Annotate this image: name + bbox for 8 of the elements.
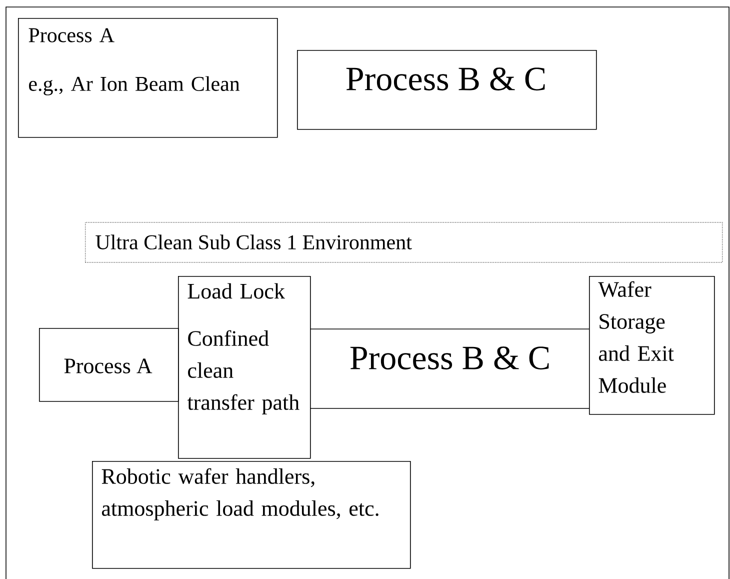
process-chamber: Process B & C xyxy=(310,328,590,409)
storage-module-box: Wafer Storage and Exit Module xyxy=(589,276,715,415)
load-lock-box: Load Lock Confined clean transfer path xyxy=(178,276,311,459)
process-box: Process B & C xyxy=(297,50,597,130)
environment-band: Ultra Clean Sub Class 1 Environment xyxy=(85,222,723,263)
process-box: Process A e.g., Ar Ion Beam Clean xyxy=(18,18,278,138)
handler-box: Robotic wafer handlers, atmospheric load modules, etc. xyxy=(92,461,411,569)
process-box: Process A xyxy=(39,328,179,402)
